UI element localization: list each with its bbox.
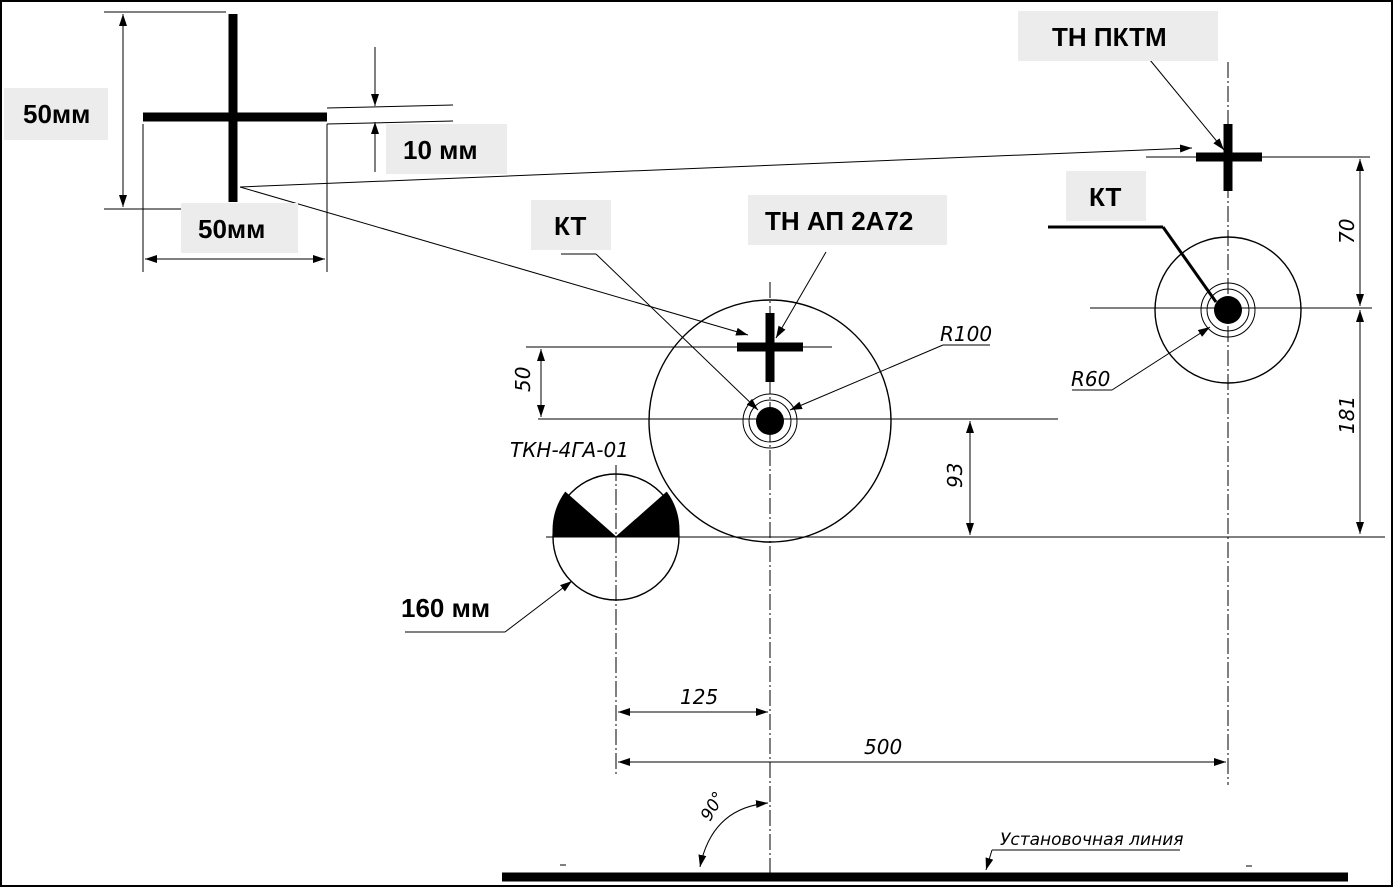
label-box-tn-ap [748, 195, 947, 245]
r100-leader [789, 344, 944, 411]
tn-pktm-leader [1149, 59, 1225, 151]
size-160-label: 160 мм [401, 593, 490, 623]
label-box-cross-width [181, 203, 298, 253]
installation-line-text: Установочная линия [1000, 830, 1183, 850]
tkn-target-black-sector-right [616, 492, 680, 537]
r100-text: R100 [940, 322, 992, 346]
label-box-kt-right [1066, 171, 1146, 221]
size-160-leader [504, 580, 573, 633]
right-target [1048, 59, 1372, 785]
label-box-cross-thickness [386, 124, 507, 174]
tn-pktm-label: ТН ПКТМ [1052, 22, 1167, 52]
dim-500-text: 500 [864, 735, 902, 759]
angle-90-arc [698, 800, 769, 868]
tkn-target [405, 465, 680, 775]
cross-detail [104, 11, 454, 272]
tkn-target-black-sector-left [552, 492, 616, 537]
cross-width-label: 50мм [198, 214, 265, 244]
cross-thickness-label: 10 мм [403, 135, 478, 165]
dim-70-text: 70 [1335, 219, 1359, 244]
cross-height-label: 50мм [23, 99, 90, 129]
leader-cross-to-tn-ap [239, 186, 749, 336]
tn-ap-leader [775, 251, 827, 339]
tkn-text: ТКН-4ГА-01 [510, 438, 629, 462]
leader-cross-to-tn-pktm [239, 144, 1193, 188]
angle-90-text: 90° [697, 788, 729, 824]
dim-181-text: 181 [1335, 396, 1359, 434]
dim-50-text: 50 [511, 367, 535, 392]
kt-left-label: КТ [554, 211, 587, 241]
label-box-tn-pktm [1018, 11, 1218, 61]
label-box-cross-height [4, 88, 108, 140]
label-box-kt-left [531, 200, 611, 250]
dim-125-text: 125 [680, 685, 718, 709]
kt-right-label: КТ [1089, 182, 1122, 212]
dim-93-text: 93 [943, 463, 967, 488]
center-target [526, 251, 1058, 880]
r60-leader [1111, 326, 1211, 391]
r60-text: R60 [1071, 367, 1110, 391]
tn-ap-label: ТН АП 2А72 [765, 206, 913, 236]
